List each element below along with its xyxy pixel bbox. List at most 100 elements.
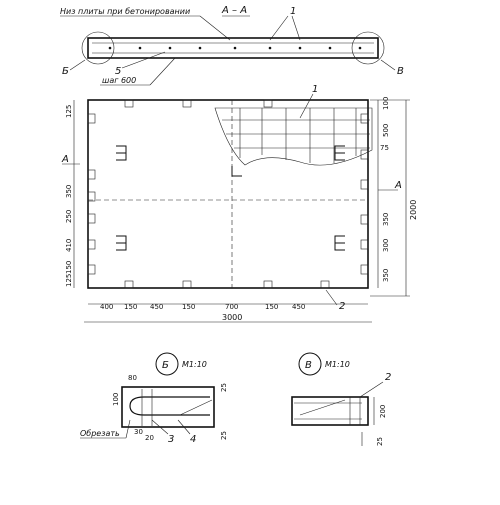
bottom-dim: 400 [100, 303, 113, 311]
left-dim-labels: 125 350 250 350 410 125 150 [65, 105, 73, 287]
notch [360, 149, 369, 160]
step-leader [149, 57, 176, 86]
cutaway-boundary [214, 107, 373, 166]
cut-label-leader [125, 419, 131, 439]
right-dim: 75 [380, 144, 389, 152]
right-dim: 100 [382, 97, 390, 110]
detail-b-dim-25b: 25 [220, 431, 228, 440]
notch [360, 264, 369, 275]
lifting-loop-left-upper [116, 145, 127, 161]
right-dim: 300 [382, 239, 390, 252]
bottom-dim: 150 [124, 303, 137, 311]
section-marker-a-right: А [394, 180, 402, 191]
lifting-loop-right-upper [334, 145, 345, 161]
notch [124, 280, 134, 289]
slab-plan: 1 [61, 84, 418, 323]
plan-leader-1-label: 1 [312, 84, 318, 95]
notch [320, 280, 330, 289]
section-leader-5 [121, 51, 166, 69]
detail-v-label: В [305, 360, 312, 371]
notch [87, 169, 96, 180]
lifting-loop-right-lower [334, 235, 345, 251]
bottom-dim: 700 [225, 303, 238, 311]
section-leader-1-label: 1 [290, 6, 296, 17]
notch [87, 239, 96, 250]
step-label: шаг 600 [102, 76, 136, 85]
notch [360, 179, 369, 190]
section-marker-a-left: А [61, 154, 69, 165]
notch [87, 113, 96, 124]
notch [360, 239, 369, 250]
right-edge-notches [360, 113, 369, 275]
detail-v-dim-25: 25 [376, 437, 384, 446]
detail-b-dim-30: 30 [134, 428, 143, 436]
section-title: А – А [221, 5, 247, 16]
detail-b-circle [155, 352, 179, 376]
detail-v-diagonal [299, 399, 346, 416]
notch [263, 280, 273, 289]
slab-plan-outline [87, 99, 369, 289]
detail-b-dim-20: 20 [145, 434, 154, 442]
slab-section-outline [87, 37, 379, 59]
overall-width: 3000 [222, 313, 242, 322]
bottom-edge-notches [124, 280, 330, 289]
rebar-dot [328, 46, 332, 50]
plan-leader-2 [325, 289, 338, 306]
left-dim: 250 [65, 210, 73, 223]
notch [360, 113, 369, 124]
section-a-a: Низ плиты при бетонировании А – А 1 Б В [60, 5, 404, 86]
left-edge-notches [87, 113, 96, 275]
rebar-dot [298, 46, 302, 50]
node-v-leader [380, 59, 396, 71]
section-leader-1b [291, 15, 301, 41]
detail-v-slab-outline [291, 396, 369, 426]
rebar-dot [168, 46, 172, 50]
rebar-mesh-cutaway [214, 107, 373, 166]
detail-v-scale: М1:10 [325, 360, 350, 369]
detail-b-dim-25: 25 [220, 383, 228, 392]
rebar-dots [108, 46, 362, 50]
bottom-dim: 450 [150, 303, 163, 311]
detail-b: Б М1:10 80 100 25 30 20 25 3 4 Обрезать [80, 352, 228, 445]
node-v-label: В [397, 66, 404, 77]
section-caption: Низ плиты при бетонировании [60, 7, 190, 16]
rebar-dot [198, 46, 202, 50]
center-mark [231, 166, 242, 177]
detail-b-leader-3-label: 3 [168, 434, 174, 445]
right-dim: 350 [382, 213, 390, 226]
detail-v-leader-2-label: 2 [385, 372, 391, 383]
detail-b-leader-4-label: 4 [190, 434, 196, 445]
notch [87, 264, 96, 275]
detail-v-leader-2 [359, 381, 384, 398]
top-edge-notches [124, 99, 273, 108]
detail-b-hook [129, 396, 210, 416]
plan-leader-2-label: 2 [339, 301, 345, 312]
rebar-dot [233, 46, 237, 50]
notch [124, 99, 134, 108]
notch [182, 280, 192, 289]
rebar-dot [108, 46, 112, 50]
detail-b-leader-3 [151, 419, 169, 435]
caption-leader [199, 15, 231, 41]
rebar-dot [358, 46, 362, 50]
notch [360, 214, 369, 225]
detail-b-dim-80: 80 [128, 374, 137, 382]
detail-b-slab-outline [121, 386, 215, 428]
detail-v-dim-200: 200 [379, 405, 387, 418]
node-b-label: Б [62, 66, 69, 77]
cut-label: Обрезать [80, 429, 120, 438]
node-v-circle [351, 31, 385, 65]
detail-b-dim-100: 100 [112, 393, 120, 406]
rebar-dot [138, 46, 142, 50]
section-leader-1 [269, 15, 289, 41]
bottom-dim-labels: 400 150 450 150 700 150 450 [100, 303, 305, 311]
detail-v: В М1:10 2 200 25 [291, 352, 391, 446]
left-dim: 150 [65, 261, 73, 274]
right-dim: 350 [382, 269, 390, 282]
detail-b-label: Б [162, 360, 169, 371]
section-leader-5-label: 5 [115, 66, 121, 77]
detail-b-diagonal [179, 399, 213, 416]
bottom-dim: 150 [265, 303, 278, 311]
